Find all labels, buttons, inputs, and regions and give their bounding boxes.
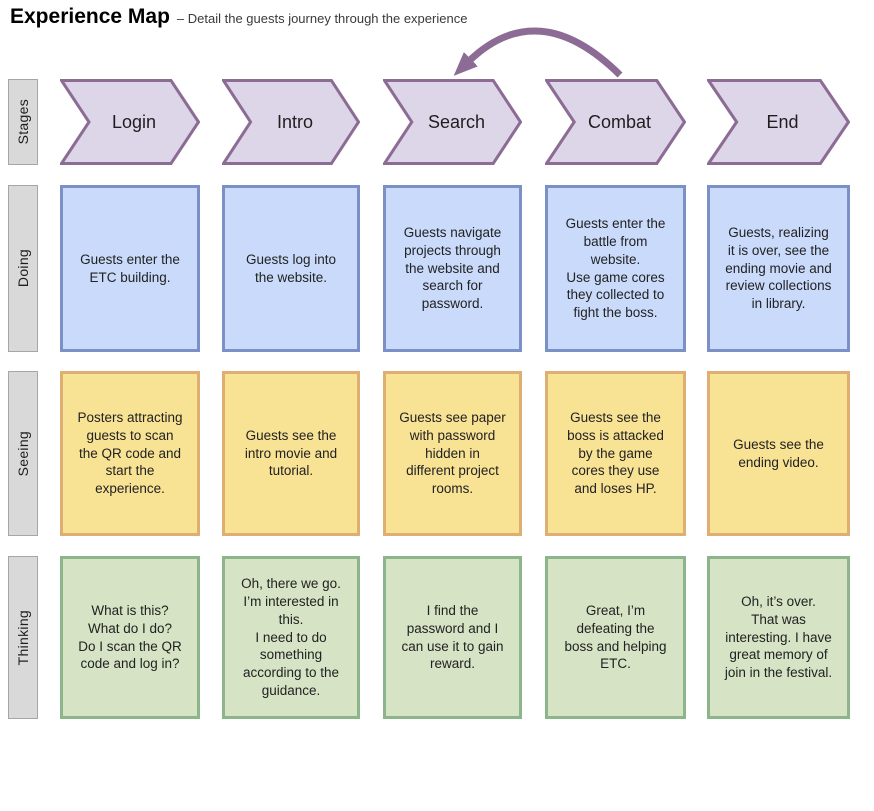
- seeing-cell-combat: Guests see the boss is attacked by the g…: [545, 371, 686, 536]
- chevron-arrow-shape: [222, 79, 360, 165]
- row-label-stages: Stages: [8, 79, 38, 165]
- stage-chevron-search: Search: [383, 79, 522, 165]
- seeing-cell-intro: Guests see the intro movie and tutorial.: [222, 371, 360, 536]
- doing-cell-search: Guests navigate projects through the web…: [383, 185, 522, 352]
- chevron-arrow-shape: [60, 79, 200, 165]
- stage-chevron-combat: Combat: [545, 79, 686, 165]
- thinking-cell-login: What is this? What do I do? Do I scan th…: [60, 556, 200, 719]
- stage-chevron-intro: Intro: [222, 79, 360, 165]
- stage-label: Combat: [587, 111, 652, 132]
- thinking-cell-end: Oh, it’s over. That was interesting. I h…: [707, 556, 850, 719]
- stage-label: Intro: [276, 111, 314, 132]
- stage-label: Login: [111, 111, 157, 132]
- row-label-doing: Doing: [8, 185, 38, 352]
- stage-label: Search: [427, 111, 486, 132]
- header: Experience Map – Detail the guests journe…: [10, 5, 467, 29]
- stage-label: End: [766, 111, 799, 132]
- loop-back-arrow-icon: [453, 27, 623, 78]
- chevron-arrow-shape: [707, 79, 850, 165]
- doing-cell-end: Guests, realizing it is over, see the en…: [707, 185, 850, 352]
- doing-cell-intro: Guests log into the website.: [222, 185, 360, 352]
- thinking-cell-intro: Oh, there we go. I’m interested in this.…: [222, 556, 360, 719]
- seeing-cell-search: Guests see paper with password hidden in…: [383, 371, 522, 536]
- page-title: Experience Map: [10, 5, 170, 28]
- stage-chevron-end: End: [707, 79, 850, 165]
- row-label-thinking-text: Thinking: [15, 609, 31, 666]
- seeing-cell-end: Guests see the ending video.: [707, 371, 850, 536]
- row-label-seeing-text: Seeing: [15, 430, 31, 477]
- chevron-arrow-shape: [545, 79, 686, 165]
- doing-cell-login: Guests enter the ETC building.: [60, 185, 200, 352]
- thinking-cell-combat: Great, I’m defeating the boss and helpin…: [545, 556, 686, 719]
- row-label-doing-text: Doing: [15, 249, 31, 288]
- row-label-thinking: Thinking: [8, 556, 38, 719]
- page-subtitle: – Detail the guests journey through the …: [176, 11, 468, 26]
- thinking-cell-search: I find the password and I can use it to …: [383, 556, 522, 719]
- seeing-cell-login: Posters attracting guests to scan the QR…: [60, 371, 200, 536]
- chevron-arrow-shape: [383, 79, 522, 165]
- stage-chevron-login: Login: [60, 79, 200, 165]
- row-label-seeing: Seeing: [8, 371, 38, 536]
- doing-cell-combat: Guests enter the battle from website. Us…: [545, 185, 686, 352]
- row-label-stages-text: Stages: [15, 99, 31, 145]
